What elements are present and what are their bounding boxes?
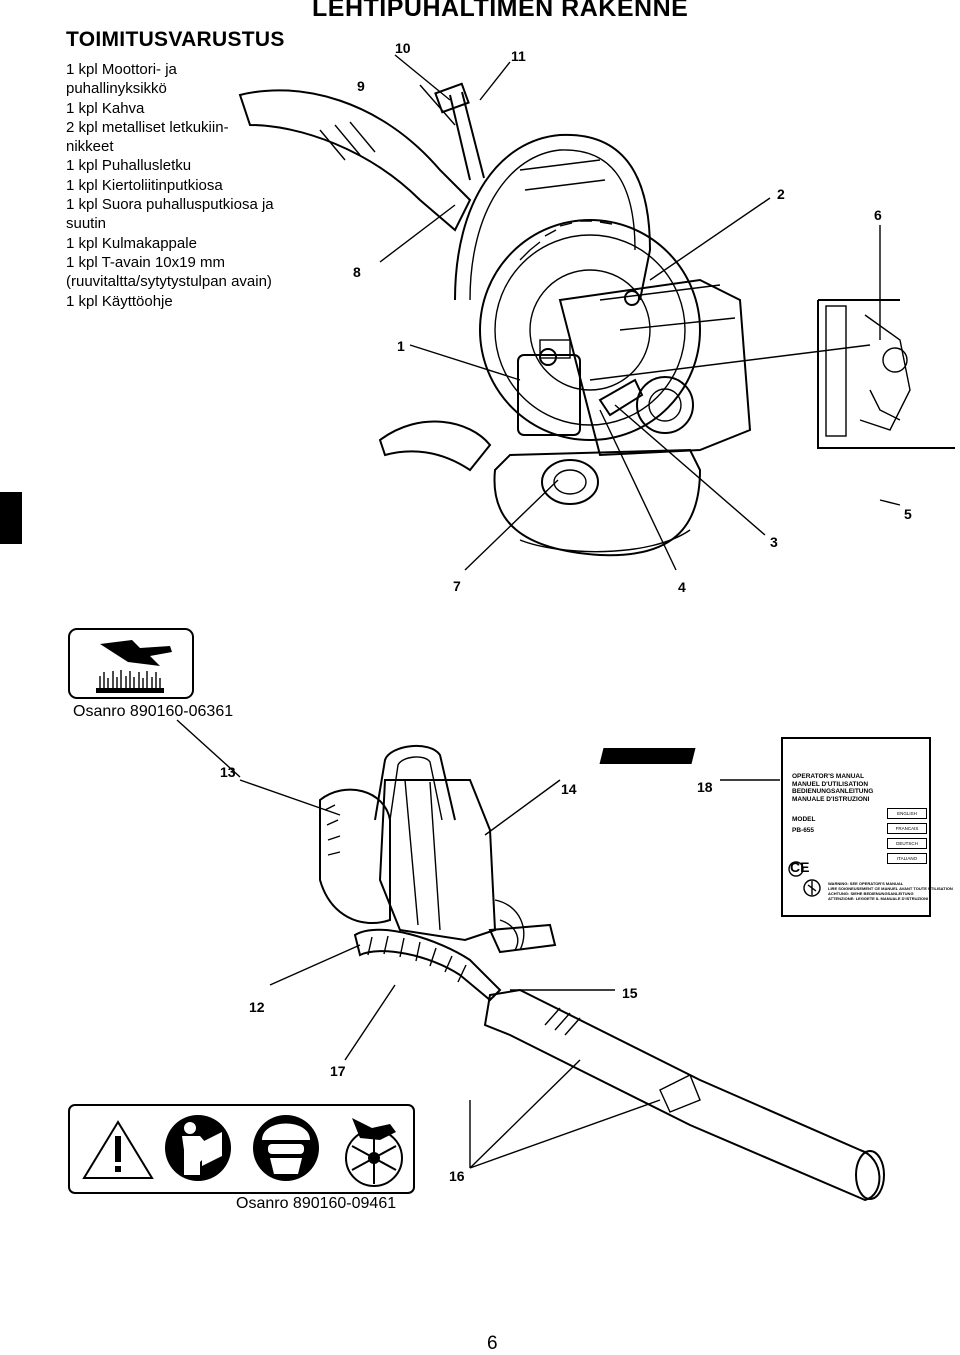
list-item: 2 kpl metalliset letkukiin- <box>66 118 229 136</box>
manual-brand: ECHO <box>812 745 870 764</box>
manual-title-en: OPERATOR'S MANUAL <box>792 773 865 780</box>
manual-title-de: BEDIENUNGSANLEITUNG <box>792 788 874 795</box>
contents-title: TOIMITUSVARUSTUS <box>66 28 285 51</box>
blower-drawing-top <box>238 54 955 571</box>
list-item: 1 kpl Kahva <box>66 99 145 117</box>
callout-3: 3 <box>770 534 778 550</box>
manual-title-fr: MANUEL D'UTILISATION <box>792 780 869 788</box>
callout-10: 10 <box>395 40 411 56</box>
manual-title-it: MANUALE D'ISTRUZIONI <box>792 795 870 803</box>
callout-16: 16 <box>449 1168 465 1184</box>
manual-lang-en: ENGLISH <box>887 808 927 819</box>
callout-1: 1 <box>397 338 405 354</box>
callout-13: 13 <box>220 764 236 780</box>
hot-surface-icon <box>68 628 194 699</box>
callout-9: 9 <box>357 78 365 94</box>
callout-5: 5 <box>904 506 912 522</box>
ce-mark: CE <box>790 859 810 875</box>
manual-lang-it: ITALIANO <box>887 853 927 864</box>
manual-lang-de: DEUTSCH <box>887 838 927 849</box>
contents-list: 1 kpl Moottori- ja puhallinyksikkö 1 kpl… <box>66 60 316 311</box>
safety-symbols <box>68 1104 415 1194</box>
list-item: 1 kpl Kulmakappale <box>66 234 197 252</box>
callout-6: 6 <box>874 207 882 223</box>
callout-17: 17 <box>330 1063 346 1079</box>
read-manual-icon <box>165 1115 231 1181</box>
protective-gear-icon <box>253 1115 319 1181</box>
callout-7: 7 <box>453 578 461 594</box>
manual-warnings: WARNING: SEE OPERATOR'S MANUAL LIRE SOIG… <box>828 881 953 901</box>
list-item: 1 kpl Kiertoliitinputkiosa <box>66 176 223 194</box>
callout-11: 11 <box>511 48 526 64</box>
blower-drawing-bottom <box>239 744 885 1202</box>
list-item: 1 kpl Suora puhallusputkiosa ja <box>66 196 274 214</box>
page-number: 6 <box>487 1333 498 1354</box>
side-tab <box>0 492 22 544</box>
manual-warning-en: WARNING: SEE OPERATOR'S MANUAL <box>828 881 904 886</box>
callout-2: 2 <box>777 186 785 202</box>
list-item: 1 kpl Puhallusletku <box>66 157 192 175</box>
list-item: 1 kpl Moottori- ja <box>66 61 177 78</box>
list-item: 1 kpl T-avain 10x19 mm <box>66 253 225 271</box>
callout-15: 15 <box>622 985 638 1001</box>
manual-lang-fr: FRANCAIS <box>887 823 927 834</box>
list-item: nikkeet <box>66 138 114 156</box>
safety-label-part-number: Osanro 890160-09461 <box>236 1195 397 1212</box>
callout-8: 8 <box>353 264 361 280</box>
page-title: LEHTIPUHALTIMEN RAKENNE <box>312 0 689 22</box>
leader-13 <box>176 719 241 778</box>
warning-triangle-icon <box>82 1120 154 1179</box>
manual-model-label: MODEL <box>792 816 816 823</box>
impeller-hazard-icon <box>345 1118 403 1187</box>
list-item: (ruuvitaltta/sytytystulpan avain) <box>66 273 272 291</box>
callout-4: 4 <box>678 579 686 595</box>
list-item: suutin <box>66 215 107 233</box>
callout-18: 18 <box>697 779 713 795</box>
manual-warning-fr: LIRE SOIGNEUSEMENT CE MANUEL AVANT TOUTE… <box>828 886 953 891</box>
hot-surface-part-number: Osanro 890160-06361 <box>73 703 234 720</box>
callout-12: 12 <box>249 999 265 1015</box>
list-item: 1 kpl Käyttöohje <box>66 292 173 310</box>
manual-titles: OPERATOR'S MANUAL MANUEL D'UTILISATION B… <box>792 773 873 803</box>
manual-model: PB-655 <box>792 827 815 834</box>
manual-warning-it: ATTENZIONE: LEGGETE IL MANUALE D'ISTRUZI… <box>828 896 929 901</box>
callout-14: 14 <box>561 781 577 797</box>
manual-cover <box>599 737 931 917</box>
list-item: puhallinyksikkö <box>66 80 167 98</box>
manual-warning-de: ACHTUNG: SIEHE BEDIENUNGSANLEITUNG <box>828 891 914 896</box>
